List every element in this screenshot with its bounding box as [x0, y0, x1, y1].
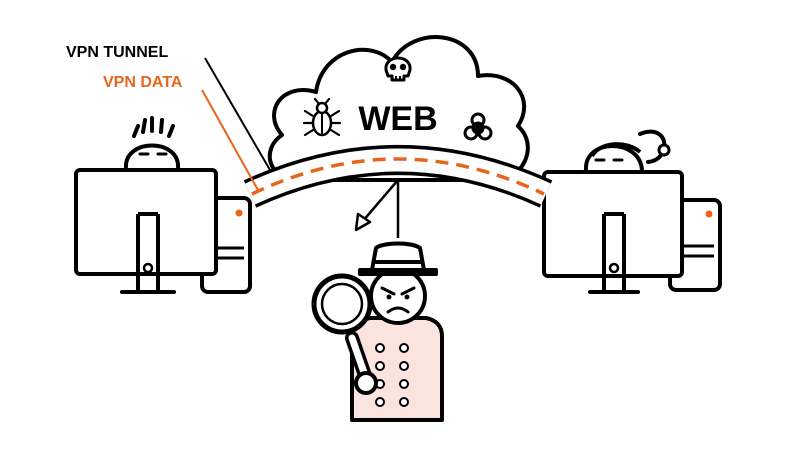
left-computer [74, 168, 252, 294]
right-computer [542, 170, 722, 294]
vpn-data-leader [201, 89, 259, 191]
right-user [583, 129, 671, 171]
spy-character [350, 241, 444, 422]
magnifying-glass-icon [311, 273, 378, 395]
vpn-data-stream [251, 157, 545, 196]
vpn-tunnel-label: VPN TUNNEL [66, 44, 168, 61]
left-user [123, 116, 181, 169]
snoop-arrows [354, 179, 400, 238]
skull-icon [384, 56, 412, 82]
biohazard-icon [463, 112, 493, 141]
bug-icon [302, 97, 342, 137]
vpn-data-label: VPN DATA [103, 74, 183, 91]
web-label: WEB [358, 100, 437, 138]
vpn-tunnel-leader [204, 57, 271, 171]
vpn-tunnel [243, 145, 553, 208]
